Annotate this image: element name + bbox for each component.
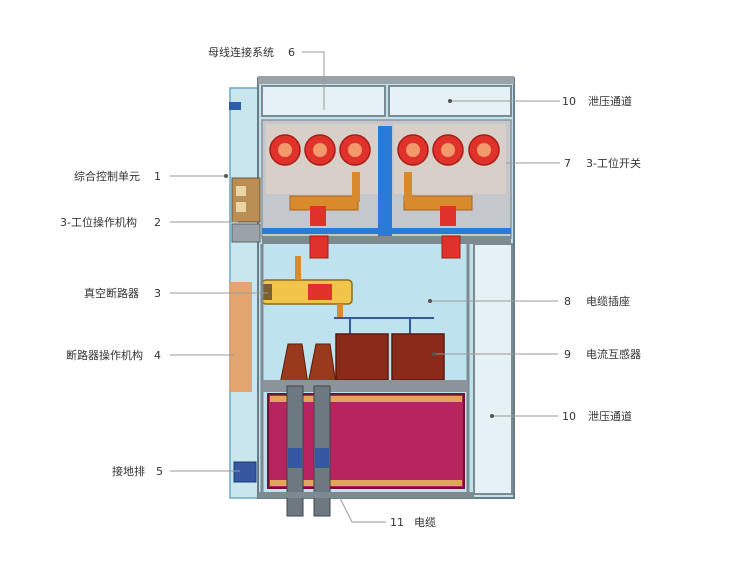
grounding-bar — [233, 461, 257, 483]
leader-lines — [170, 51, 560, 523]
callout-6-number: 6 — [288, 46, 295, 59]
callout-4-label: 断路器操作机构 — [66, 348, 143, 362]
callout-10a-label: 泄压通道 — [588, 94, 632, 108]
callout-1-number: 1 — [154, 170, 161, 183]
callout-8-number: 8 — [564, 295, 571, 308]
callout-6-label: 母线连接系统 — [208, 45, 274, 59]
callout-10b-number: 10 — [562, 410, 576, 423]
cabinet-base — [258, 492, 474, 498]
cable-terminations — [279, 343, 337, 385]
callout-10b-label: 泄压通道 — [588, 409, 632, 423]
right-pressure-relief-duct — [473, 243, 513, 495]
cabinet-frame — [260, 244, 470, 498]
control-unit-and-mechanism — [231, 177, 261, 243]
insulator-stubs — [309, 235, 461, 259]
callout-9-number: 9 — [564, 348, 571, 361]
cables — [286, 385, 331, 517]
callout-11-number: 11 — [390, 516, 404, 529]
callout-7-label: 3-工位开关 — [586, 156, 641, 170]
callout-3-number: 3 — [154, 287, 161, 300]
callout-7-number: 7 — [564, 157, 571, 170]
callout-2-label: 3-工位操作机构 — [60, 215, 137, 229]
vacuum-circuit-breaker — [261, 256, 353, 318]
busbar-floor — [262, 236, 511, 244]
top-pressure-relief-ducts — [261, 85, 512, 117]
callout-10a-number: 10 — [562, 95, 576, 108]
cable-socket — [334, 317, 434, 336]
callout-5-label: 接地排 — [112, 464, 145, 478]
callout-labels: 母线连接系统 6 综合控制单元 1 3-工位操作机构 2 真空断路器 3 断路器… — [60, 45, 641, 529]
callout-4-number: 4 — [154, 349, 161, 362]
callout-5-number: 5 — [156, 465, 163, 478]
busbar-blue — [262, 126, 511, 238]
callout-3-label: 真空断路器 — [84, 286, 139, 300]
three-position-switches — [289, 172, 473, 226]
callout-2-number: 2 — [154, 216, 161, 229]
callout-8-label: 电缆插座 — [586, 294, 630, 308]
callout-9-label: 电流互感器 — [586, 347, 641, 361]
callout-1-label: 综合控制单元 — [74, 169, 140, 183]
callout-11-label: 电缆 — [414, 516, 436, 529]
breaker-mechanism-panel — [230, 282, 252, 392]
busbar-bushings — [269, 134, 500, 166]
